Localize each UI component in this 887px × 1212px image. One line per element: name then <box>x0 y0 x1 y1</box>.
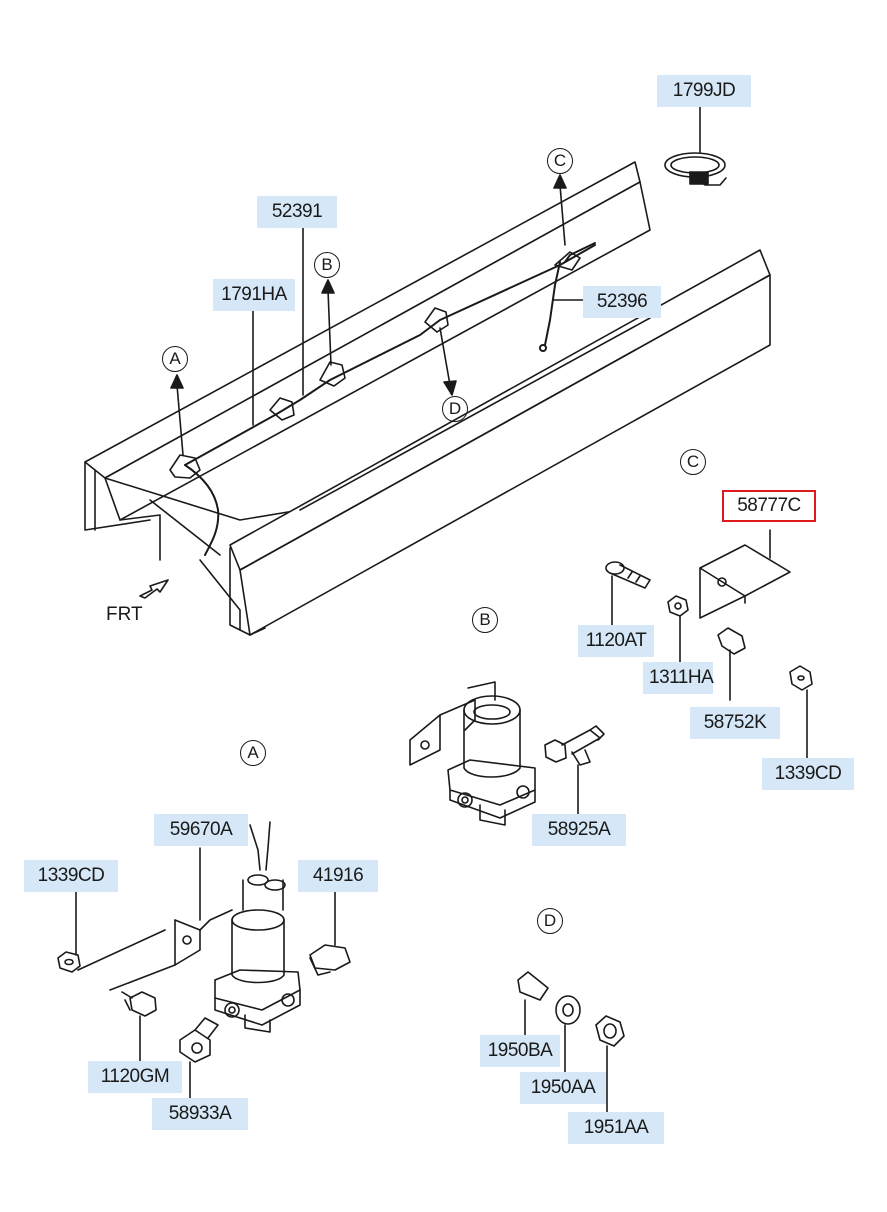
marker-d-top: D <box>442 396 468 422</box>
detail-pointers <box>170 174 567 456</box>
part-label-58752k[interactable]: 58752K <box>690 707 780 739</box>
part-label-1120at[interactable]: 1120AT <box>578 625 654 657</box>
part-label-1799jd[interactable]: 1799JD <box>657 75 751 107</box>
marker-c-top: C <box>547 148 573 174</box>
part-label-1120gm[interactable]: 1120GM <box>88 1061 182 1093</box>
marker-b-top: B <box>314 252 340 278</box>
part-label-59670a[interactable]: 59670A <box>154 814 248 846</box>
rail-valves <box>169 251 581 479</box>
front-direction-label: FRT <box>106 604 143 625</box>
harness-wiring <box>184 242 596 556</box>
part-label-58925a[interactable]: 58925A <box>532 814 626 846</box>
section-c-heading: C <box>680 449 706 475</box>
detail-d-parts <box>517 971 625 1113</box>
detail-a-parts <box>57 821 351 1101</box>
detail-b-parts <box>409 681 605 826</box>
front-arrow-icon <box>139 579 169 599</box>
part-label-52391[interactable]: 52391 <box>257 196 337 228</box>
part-label-1950aa[interactable]: 1950AA <box>520 1072 606 1104</box>
part-label-58933a[interactable]: 58933A <box>152 1098 248 1130</box>
frame-rail <box>84 161 771 636</box>
part-label-1950ba[interactable]: 1950BA <box>480 1035 560 1067</box>
section-b-heading: B <box>472 607 498 633</box>
section-d-heading: D <box>537 908 563 934</box>
part-label-52396[interactable]: 52396 <box>583 286 661 318</box>
marker-a-top: A <box>162 346 188 372</box>
section-a-heading: A <box>240 740 266 766</box>
leaders-top <box>252 105 701 426</box>
part-label-1951aa[interactable]: 1951AA <box>568 1112 664 1144</box>
part-label-1339cd-c[interactable]: 1339CD <box>762 758 854 790</box>
detail-c-parts <box>605 529 813 761</box>
part-label-1311ha[interactable]: 1311HA <box>643 662 714 694</box>
part-label-41916[interactable]: 41916 <box>298 860 378 892</box>
part-label-1339cd-a[interactable]: 1339CD <box>24 860 118 892</box>
part-label-58777c-selected[interactable]: 58777C <box>722 490 816 522</box>
part-label-1791ha[interactable]: 1791HA <box>213 279 295 311</box>
hose-clamp <box>664 152 727 186</box>
